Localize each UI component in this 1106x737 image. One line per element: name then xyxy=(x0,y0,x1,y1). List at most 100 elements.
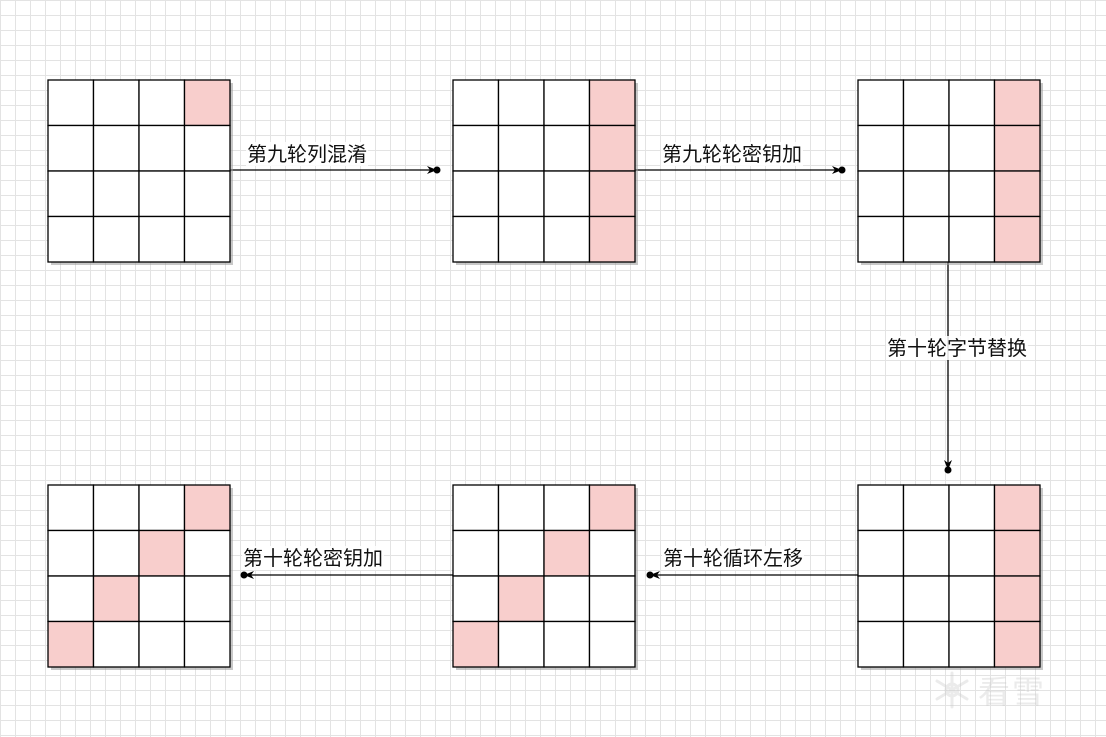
matrix-cell xyxy=(857,124,905,172)
matrix-cell xyxy=(543,620,591,668)
edge-endpoint-dot xyxy=(838,166,846,174)
matrix-cell xyxy=(857,620,905,668)
matrix-cell xyxy=(902,620,950,668)
matrix-cell xyxy=(183,529,231,577)
matrix-cell-highlighted xyxy=(993,620,1041,668)
matrix-cell xyxy=(452,79,500,127)
arrowhead-icon xyxy=(244,571,254,579)
arrowhead-icon xyxy=(650,571,660,579)
matrix-cell-highlighted xyxy=(183,79,231,127)
matrix-cell xyxy=(543,215,591,263)
matrix-cell xyxy=(857,215,905,263)
matrix-cell xyxy=(452,170,500,218)
arrowhead-icon xyxy=(832,166,842,174)
matrix-cell xyxy=(948,484,996,532)
matrix-cell xyxy=(857,529,905,577)
matrix-cell xyxy=(543,484,591,532)
matrix-cell xyxy=(902,79,950,127)
matrix-cell xyxy=(47,484,95,532)
edge-label-mixcolumns-9: 第九轮列混淆 xyxy=(246,142,368,166)
matrix-cell-highlighted xyxy=(183,484,231,532)
matrix-cell xyxy=(497,170,545,218)
edge-arrow-2 xyxy=(635,166,846,174)
matrix-cell-highlighted xyxy=(993,575,1041,623)
matrix-cell xyxy=(138,575,186,623)
matrix-cell-highlighted xyxy=(993,215,1041,263)
matrix-cell-highlighted xyxy=(47,620,95,668)
matrix-cell xyxy=(138,79,186,127)
matrix-cell xyxy=(47,575,95,623)
matrix-cell xyxy=(948,79,996,127)
matrix-cell xyxy=(902,529,950,577)
matrix-cell xyxy=(452,529,500,577)
matrix-cell-highlighted xyxy=(993,79,1041,127)
matrix-cell xyxy=(857,575,905,623)
state-matrix-5 xyxy=(452,484,638,670)
edge-endpoint-dot xyxy=(646,571,654,579)
matrix-cell xyxy=(138,124,186,172)
edge-arrow-5 xyxy=(240,571,453,579)
state-matrix-3 xyxy=(857,79,1043,265)
matrix-cell-highlighted xyxy=(993,484,1041,532)
matrix-cell xyxy=(183,620,231,668)
matrix-cell-highlighted xyxy=(588,124,636,172)
matrix-cell xyxy=(138,215,186,263)
matrix-cell xyxy=(138,484,186,532)
matrix-cell xyxy=(543,170,591,218)
matrix-cell-highlighted xyxy=(588,484,636,532)
matrix-cell-highlighted xyxy=(993,529,1041,577)
matrix-cell xyxy=(452,575,500,623)
matrix-cell xyxy=(543,79,591,127)
edge-endpoint-dot xyxy=(433,166,441,174)
matrix-cell xyxy=(138,170,186,218)
watermark: 看雪 xyxy=(932,662,1092,718)
matrix-cell xyxy=(183,575,231,623)
matrix-cell-highlighted xyxy=(138,529,186,577)
matrix-cell xyxy=(452,124,500,172)
matrix-cell-highlighted xyxy=(588,215,636,263)
matrix-cell xyxy=(47,124,95,172)
edges-layer xyxy=(230,166,952,579)
matrix-cell xyxy=(47,529,95,577)
matrix-cell xyxy=(92,170,140,218)
edge-arrow-4 xyxy=(646,571,858,579)
state-matrix-4 xyxy=(857,484,1043,670)
matrix-cell xyxy=(902,124,950,172)
matrix-cell xyxy=(92,124,140,172)
edge-label-shiftrows-10: 第十轮循环左移 xyxy=(662,546,804,570)
matrix-cell xyxy=(497,529,545,577)
matrix-cell xyxy=(138,620,186,668)
snowflake-logo-icon xyxy=(935,671,969,709)
matrix-cell-highlighted xyxy=(588,170,636,218)
matrix-cell xyxy=(92,529,140,577)
matrix-cell xyxy=(497,124,545,172)
matrix-cell-highlighted xyxy=(92,575,140,623)
matrix-cell xyxy=(92,620,140,668)
matrix-cell-highlighted xyxy=(452,620,500,668)
edge-endpoint-dot xyxy=(240,571,248,579)
matrix-cell xyxy=(857,484,905,532)
matrix-cell xyxy=(948,124,996,172)
matrix-cell xyxy=(183,170,231,218)
matrix-cell xyxy=(857,79,905,127)
matrix-cell xyxy=(948,215,996,263)
matrix-cell-highlighted xyxy=(543,529,591,577)
matrix-cell xyxy=(902,170,950,218)
matrix-cell xyxy=(497,484,545,532)
state-matrix-2 xyxy=(452,79,638,265)
matrix-cell xyxy=(857,170,905,218)
edge-arrow-1 xyxy=(230,166,441,174)
matrix-cell-highlighted xyxy=(497,575,545,623)
edge-endpoint-dot xyxy=(944,466,952,474)
edge-arrow-3 xyxy=(944,262,952,474)
matrix-cell xyxy=(183,124,231,172)
matrix-cell xyxy=(902,575,950,623)
matrix-cell xyxy=(47,79,95,127)
matrix-cell xyxy=(452,215,500,263)
matrix-cell xyxy=(92,215,140,263)
edge-label-addroundkey-10: 第十轮轮密钥加 xyxy=(242,546,384,570)
matrix-cell xyxy=(948,575,996,623)
matrix-cell xyxy=(47,215,95,263)
arrowhead-icon xyxy=(427,166,437,174)
